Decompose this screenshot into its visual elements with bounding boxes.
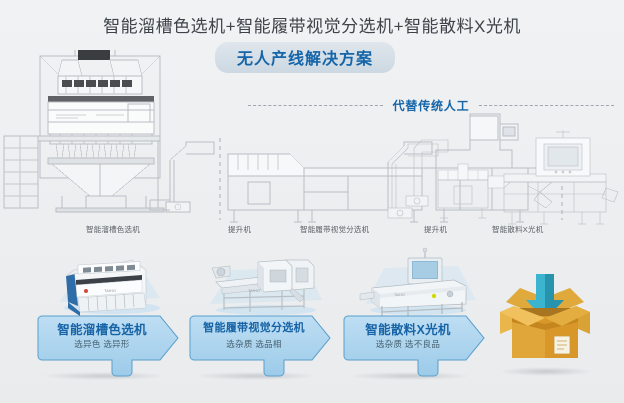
- belt-vision-sorter-photo: TAIHO: [210, 259, 322, 315]
- caption-bulk-xray: 智能散料X光机: [492, 225, 544, 234]
- feature-card-belt-vision-sorter[interactable]: 智能履带视觉分选机 选杂质 选品相: [188, 312, 336, 377]
- xray-machine-technical-drawing: [405, 130, 619, 225]
- caption-elevator-1: 提升机: [228, 225, 252, 234]
- caption-chute-color-sorter: 智能溜槽色选机: [86, 225, 140, 234]
- solution-badge: 无人产线解决方案: [214, 42, 395, 73]
- caption-belt-vision-sorter: 智能履带视觉分选机: [300, 225, 370, 234]
- box-shadow: [500, 367, 592, 376]
- card-2-subtitle: 选杂质 选品相: [226, 339, 282, 349]
- divider-line-right: [479, 104, 614, 106]
- svg-text:TAIHO: TAIHO: [248, 288, 260, 293]
- card-3-subtitle: 选杂质 选不良品: [375, 339, 441, 349]
- carton-box-with-down-arrow-icon: [500, 274, 590, 358]
- chute-color-sorter-photo: TAIHO: [60, 259, 160, 316]
- feature-card-chute-color-sorter[interactable]: 智能溜槽色选机 选异色 选异形: [36, 312, 184, 377]
- card-1-shape: [37, 315, 179, 377]
- card-2-title: 智能履带视觉分选机: [203, 322, 305, 334]
- card-1-shadow: [44, 372, 164, 380]
- caption-elevator-2: 提升机: [424, 225, 448, 234]
- card-1-subtitle: 选异色 选异形: [74, 339, 130, 349]
- production-line-technical-drawing: [3, 50, 563, 223]
- card-3-shadow: [350, 372, 470, 380]
- replace-manual-divider: 代替传统人工: [248, 96, 614, 114]
- svg-text:TAIHO: TAIHO: [394, 293, 405, 297]
- replace-manual-label: 代替传统人工: [392, 98, 470, 113]
- card-2-shadow: [196, 372, 316, 380]
- card-1-title: 智能溜槽色选机: [57, 323, 147, 337]
- feature-card-bulk-xray[interactable]: 智能散料X光机 选杂质 选不良品: [342, 312, 490, 377]
- solution-badge-row: 无人产线解决方案: [0, 42, 624, 73]
- bulk-xray-machine-photo: TAIHO: [359, 247, 476, 316]
- page-title: 智能溜槽色选机+智能履带视觉分选机+智能散料X光机: [103, 17, 521, 36]
- svg-text:TAIHO: TAIHO: [104, 288, 116, 293]
- card-2-shape: [189, 315, 331, 377]
- divider-line-left: [248, 104, 383, 106]
- card-3-title: 智能散料X光机: [365, 323, 451, 337]
- card-3-shape: [343, 315, 485, 377]
